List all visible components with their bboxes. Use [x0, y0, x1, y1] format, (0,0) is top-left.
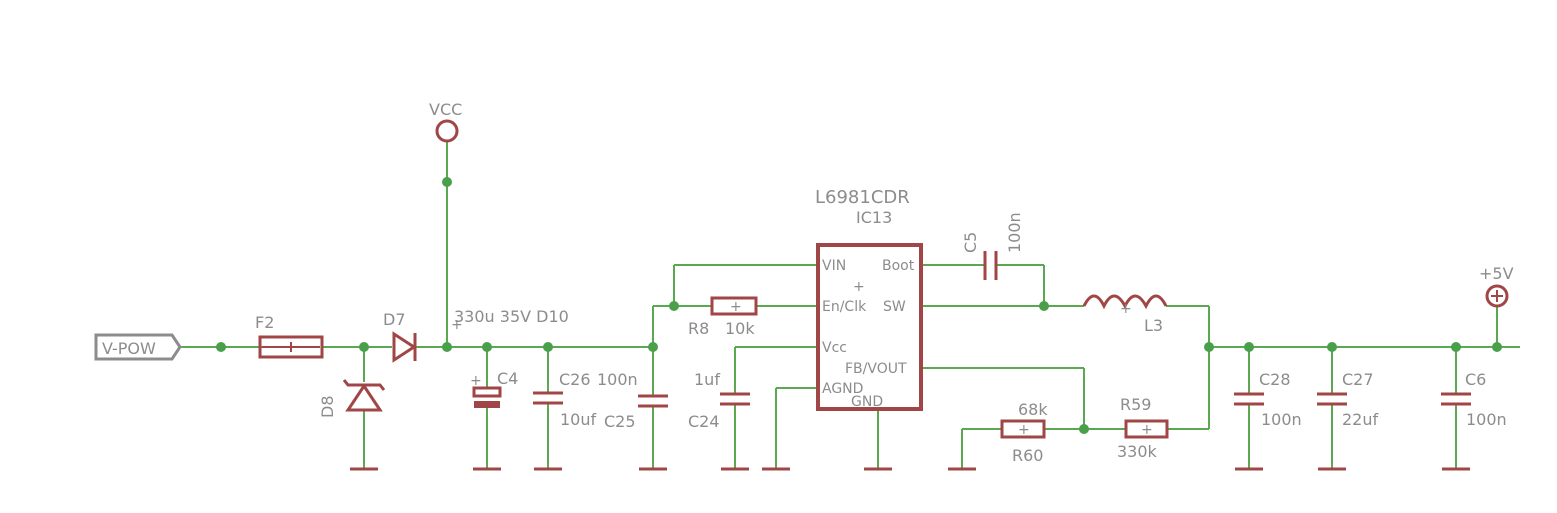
d10-note-label: 330u 35V D10 [454, 307, 569, 326]
junction-dot [359, 342, 369, 352]
junctions [216, 177, 1502, 434]
capacitor-c4[interactable]: + C4 [470, 369, 518, 408]
resistor-r59-origin: + [1141, 422, 1153, 438]
resistor-r8-value: 10k [725, 319, 755, 338]
vcc-symbol-icon [435, 119, 459, 143]
ic13-pin-gnd: GND [851, 394, 883, 410]
capacitor-c6-label: C6 [1465, 370, 1486, 389]
junction-dot [648, 342, 658, 352]
capacitor-c28-label: C28 [1259, 370, 1291, 389]
ic13-pin-vin: VIN [822, 258, 846, 274]
zener-d8-bar [342, 379, 386, 391]
fuse-f2-label: F2 [255, 313, 274, 332]
resistor-r59[interactable]: + R59 330k [1117, 395, 1169, 461]
ic13-pin-agnd: AGND [822, 381, 863, 397]
capacitor-c26[interactable]: C26 100n 10uf [533, 370, 638, 429]
capacitor-c6[interactable]: C6 100n [1441, 370, 1507, 429]
ic13-body [816, 243, 923, 411]
port-vcc-label: VCC [429, 100, 462, 119]
inductor-l3[interactable]: + L3 [1082, 294, 1168, 335]
zener-d8-triangle [345, 383, 383, 412]
resistor-r8[interactable]: + R8 10k [688, 296, 758, 338]
inductor-l3-label: L3 [1144, 316, 1163, 335]
capacitor-c5-value: 100n [1005, 212, 1024, 253]
port-vpow-label: V-POW [102, 339, 156, 358]
junction-dot [543, 342, 553, 352]
junction-dot [1079, 424, 1089, 434]
junction-dot [442, 177, 452, 187]
capacitor-c6-value: 100n [1466, 410, 1507, 429]
origin-cross: + [451, 317, 463, 333]
junction-dot [1327, 342, 1337, 352]
capacitor-c4-polarity: + [470, 373, 482, 389]
junction-dot [482, 342, 492, 352]
resistor-r59-body [1124, 419, 1169, 439]
capacitor-c28-value: 100n [1261, 410, 1302, 429]
capacitor-c27[interactable]: C27 22uf [1317, 370, 1379, 429]
ic13-pin-sw: SW [883, 299, 906, 315]
capacitor-c5-label: C5 [961, 232, 980, 253]
inductor-l3-coils [1082, 294, 1168, 310]
resistor-r60[interactable]: + 68k R60 [1000, 400, 1048, 465]
capacitor-c24[interactable]: 1uf C24 [688, 370, 750, 431]
net-wires [180, 140, 1520, 468]
capacitor-c26-cap: 10uf [560, 410, 597, 429]
capacitor-c26-value: 100n [597, 370, 638, 389]
capacitor-c4-label: C4 [497, 369, 518, 388]
fuse-f2-body [258, 335, 324, 359]
ic13-name: IC13 [856, 208, 892, 227]
resistor-r8-label: R8 [688, 319, 709, 338]
capacitor-c5[interactable]: C5 100n [961, 212, 1024, 280]
capacitor-c24-value: 1uf [694, 370, 720, 389]
ic13-regulator[interactable]: + L6981CDR IC13 VIN En/Clk Vcc AGND Boot… [815, 187, 923, 411]
port-plus5v-label: +5V [1479, 264, 1514, 283]
junction-dot [442, 342, 452, 352]
diode-d7-triangle [392, 331, 417, 363]
junction-dot [1451, 342, 1461, 352]
resistor-r60-value: 68k [1018, 400, 1048, 419]
junction-dot [1492, 342, 1502, 352]
resistor-r60-label: R60 [1012, 446, 1043, 465]
capacitor-c25[interactable]: C25 [604, 394, 668, 431]
ic13-pin-boot: Boot [882, 258, 915, 274]
junction-dot [216, 342, 226, 352]
diode-d7-label: D7 [383, 310, 406, 329]
capacitor-c27-label: C27 [1342, 370, 1374, 389]
plus5v-symbol-icon [1485, 284, 1509, 308]
port-plus5v[interactable]: +5V [1479, 264, 1514, 308]
capacitor-c26-label: C26 [559, 370, 591, 389]
resistor-r60-body [1000, 419, 1046, 439]
ic13-pin-enclk: En/Clk [822, 299, 867, 315]
junction-dot [669, 301, 679, 311]
zener-d8[interactable]: D8 [318, 379, 386, 419]
resistor-r8-origin: + [730, 299, 742, 315]
ic13-origin: + [853, 279, 865, 295]
ic13-part-number: L6981CDR [815, 187, 910, 208]
junction-dot [1204, 342, 1214, 352]
resistor-r59-value: 330k [1117, 442, 1158, 461]
capacitor-c4-top-plate [472, 386, 502, 398]
ic13-pin-vcc: Vcc [822, 340, 847, 356]
junction-dot [1039, 301, 1049, 311]
resistor-r59-label: R59 [1120, 395, 1151, 414]
fuse-f2[interactable]: F2 [255, 313, 324, 359]
capacitor-c28[interactable]: C28 100n [1234, 370, 1302, 429]
resistor-r8-body [710, 296, 758, 316]
capacitor-c27-value: 22uf [1342, 410, 1379, 429]
port-vpow[interactable]: V-POW [94, 333, 182, 361]
capacitor-c25-label: C25 [604, 412, 636, 431]
junction-dot [1244, 342, 1254, 352]
capacitor-c4-bottom-plate [474, 401, 500, 408]
port-vcc[interactable]: VCC [429, 100, 462, 143]
diode-d7[interactable]: D7 [383, 310, 417, 363]
capacitor-c24-label: C24 [688, 412, 720, 431]
inductor-l3-origin: + [1120, 301, 1132, 317]
resistor-r60-origin: + [1018, 422, 1030, 438]
ic13-pin-fbvout: FB/VOUT [845, 361, 907, 377]
port-vpow-shape [94, 333, 182, 361]
zener-d8-label: D8 [318, 396, 337, 419]
